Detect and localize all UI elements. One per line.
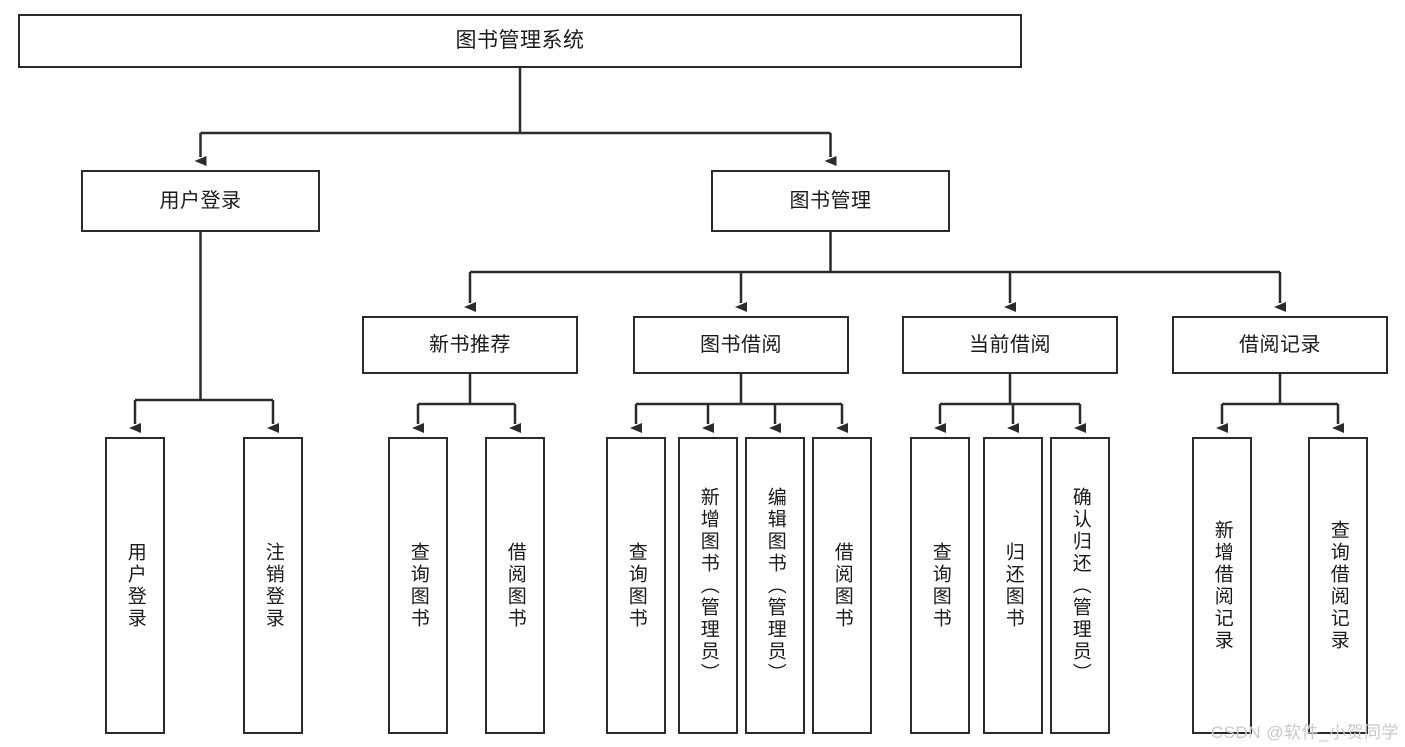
node-leaf-query-book-borrow-label: 查询图书	[625, 541, 647, 630]
node-leaf-borrow-book-label: 借阅图书	[831, 541, 853, 630]
node-leaf-query-borrow-record[interactable]: 查询借阅记录	[1308, 437, 1368, 734]
node-borrow-record[interactable]: 借阅记录	[1172, 316, 1388, 374]
node-leaf-return-book-label: 归还图书	[1002, 541, 1024, 630]
node-leaf-return-book[interactable]: 归还图书	[983, 437, 1043, 734]
node-leaf-edit-book-admin-label: 编辑图书（管理员）	[764, 486, 786, 685]
node-leaf-logout-label: 注销登录	[262, 541, 284, 630]
node-leaf-query-book-cur[interactable]: 查询图书	[910, 437, 970, 734]
node-leaf-add-book-admin-label: 新增图书（管理员）	[697, 486, 719, 685]
node-leaf-user-login-label: 用户登录	[124, 541, 146, 630]
node-leaf-confirm-return-admin[interactable]: 确认归还（管理员）	[1050, 437, 1110, 734]
node-leaf-logout[interactable]: 注销登录	[243, 437, 303, 734]
node-book-manage[interactable]: 图书管理	[711, 170, 950, 232]
node-new-book-rec-label: 新书推荐	[429, 333, 511, 356]
node-leaf-add-borrow-record-label: 新增借阅记录	[1211, 519, 1233, 652]
node-book-borrow-label: 图书借阅	[700, 333, 782, 356]
node-user-login[interactable]: 用户登录	[81, 170, 320, 232]
node-leaf-borrow-book-rec-label: 借阅图书	[504, 541, 526, 630]
node-leaf-add-book-admin[interactable]: 新增图书（管理员）	[678, 437, 738, 734]
node-book-borrow[interactable]: 图书借阅	[633, 316, 849, 374]
node-root[interactable]: 图书管理系统	[18, 14, 1022, 68]
node-leaf-query-book-borrow[interactable]: 查询图书	[606, 437, 666, 734]
node-leaf-user-login[interactable]: 用户登录	[105, 437, 165, 734]
node-leaf-edit-book-admin[interactable]: 编辑图书（管理员）	[745, 437, 805, 734]
node-leaf-query-book-rec-label: 查询图书	[407, 541, 429, 630]
node-leaf-borrow-book-rec[interactable]: 借阅图书	[485, 437, 545, 734]
node-leaf-add-borrow-record[interactable]: 新增借阅记录	[1192, 437, 1252, 734]
node-book-manage-label: 图书管理	[789, 189, 872, 212]
node-current-borrow-label: 当前借阅	[969, 333, 1051, 356]
node-leaf-query-book-rec[interactable]: 查询图书	[388, 437, 448, 734]
node-current-borrow[interactable]: 当前借阅	[902, 316, 1118, 374]
node-leaf-query-borrow-record-label: 查询借阅记录	[1327, 519, 1349, 652]
node-root-label: 图书管理系统	[455, 28, 585, 52]
node-new-book-rec[interactable]: 新书推荐	[362, 316, 578, 374]
connector-lines	[129, 68, 1344, 433]
node-borrow-record-label: 借阅记录	[1239, 333, 1321, 356]
node-user-login-label: 用户登录	[159, 189, 242, 212]
node-leaf-borrow-book[interactable]: 借阅图书	[812, 437, 872, 734]
watermark-text: CSDN @软件_小贺同学	[1210, 723, 1399, 742]
node-leaf-confirm-return-admin-label: 确认归还（管理员）	[1069, 486, 1091, 685]
node-leaf-query-book-cur-label: 查询图书	[929, 541, 951, 630]
